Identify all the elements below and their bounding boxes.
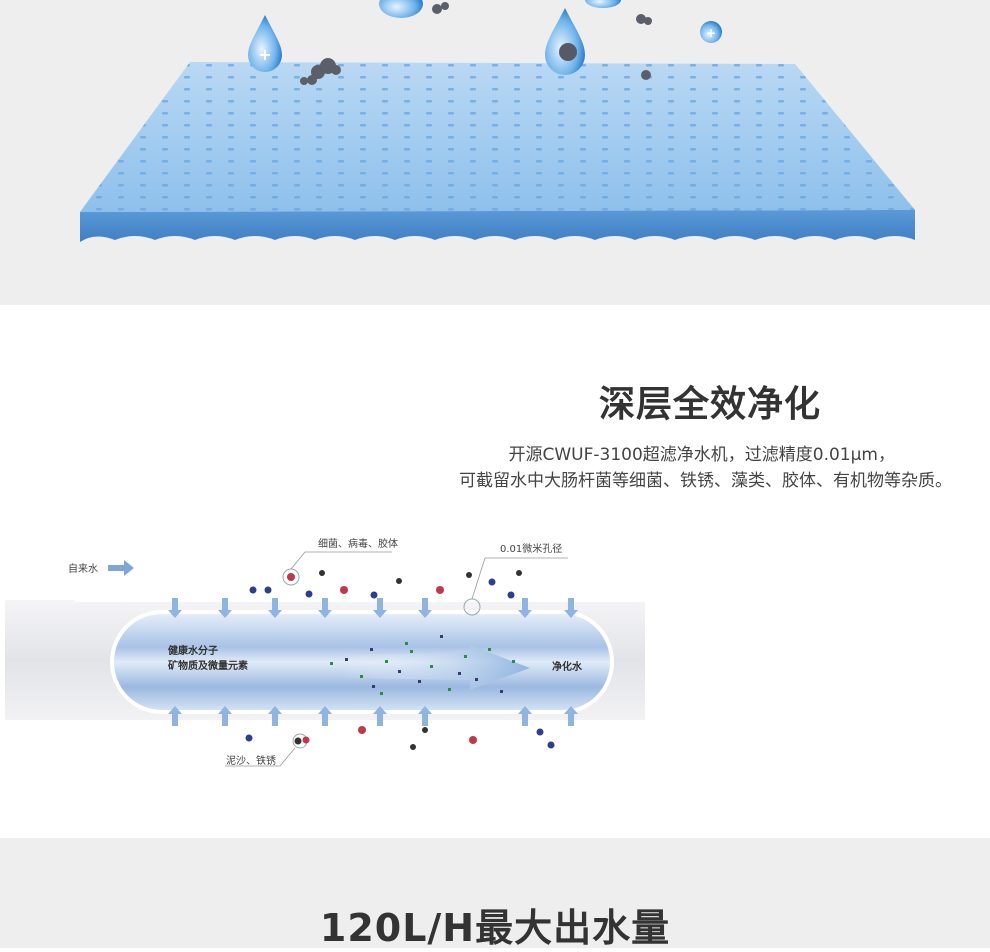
callout-line-sediment <box>225 747 296 767</box>
inflow-arrows-top <box>168 598 578 618</box>
flow-arrow <box>340 645 530 690</box>
svg-text:+: + <box>258 45 271 64</box>
flow-section-title: 120L/H最大出水量 <box>319 906 671 950</box>
deep-purify-desc-line2: 可截留水中大肠杆菌等细菌、铁锈、藻类、胶体、有机物等杂质。 <box>459 471 952 491</box>
inner-label-water-molecule: 健康水分子 <box>168 644 218 657</box>
membrane-edge <box>80 210 915 242</box>
inlet-arrow-icon <box>108 560 134 576</box>
dirt-particles <box>300 2 652 85</box>
water-drop-icon: + <box>248 15 282 72</box>
water-drop-icon <box>379 0 621 18</box>
water-drop-icon <box>545 8 585 75</box>
membrane-pores <box>80 62 915 212</box>
membrane-illustration: + + <box>80 0 915 242</box>
membrane-section: + + <box>0 0 990 305</box>
outlet-label: 净化水 <box>552 660 583 673</box>
mineral-bubble-icon: + <box>700 21 722 43</box>
inner-particles <box>330 635 515 695</box>
callout-label-sediment: 泥沙、铁锈 <box>226 754 276 767</box>
callout-label-bacteria: 细菌、病毒、胶体 <box>318 537 398 550</box>
inlet-label: 自来水 <box>68 562 98 575</box>
contaminants-top <box>249 568 522 616</box>
callout-line-bacteria <box>290 551 392 570</box>
filtration-diagram: 自来水 健康水分子 矿物质及微量元素 净化水 <box>5 537 645 767</box>
inflow-arrows-bottom <box>168 706 578 726</box>
svg-text:+: + <box>706 26 716 40</box>
deep-purify-desc-line1: 开源CWUF-3100超滤净水机，过滤精度0.01μm， <box>508 445 895 465</box>
contaminants-bottom <box>245 726 555 750</box>
inner-label-minerals: 矿物质及微量元素 <box>168 659 248 672</box>
callout-label-pore: 0.01微米孔径 <box>500 542 562 555</box>
flow-section <box>0 838 990 948</box>
deep-purify-title: 深层全效净化 <box>598 384 821 425</box>
callout-line-pore <box>471 557 568 600</box>
